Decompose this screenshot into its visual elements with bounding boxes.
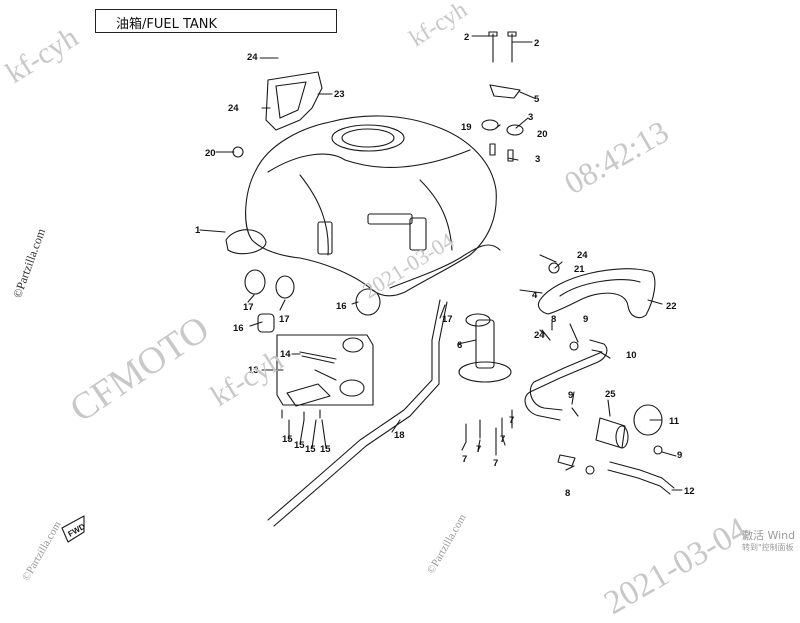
part-label-16b: 16: [233, 323, 244, 334]
part-label-7a: 7: [462, 454, 467, 465]
part-label-15d: 15: [320, 444, 331, 455]
exploded-parts-diagram: 2 2 5 3 3 19 20 24 24 23 20 1 24 21 22 4…: [61, 31, 695, 543]
part-label-20a: 19: [461, 122, 472, 133]
part-label-21b: 21: [574, 264, 585, 275]
part-label-8a: 8: [551, 314, 556, 325]
hose-19: [267, 299, 441, 521]
part-label-24b: 24: [228, 103, 239, 114]
part-label-25: 25: [605, 389, 616, 400]
part-label-3a: 3: [535, 154, 540, 165]
part-label-19: 18: [394, 430, 405, 441]
part-label-22: 22: [666, 301, 677, 312]
part-label-7e: 7: [509, 415, 514, 426]
windows-activation-line2: 转到"控制面板: [742, 543, 794, 552]
part-label-21a: 20: [205, 148, 216, 159]
part-label-15b: 15: [294, 440, 305, 451]
part-label-23: 23: [334, 89, 345, 100]
part-label-2b: 2: [534, 38, 539, 49]
mount-22: [537, 268, 656, 319]
part-label-9a: 9: [583, 314, 588, 325]
hose-10: [524, 339, 608, 421]
part-label-17a: 17: [243, 302, 254, 313]
part-label-8b: 8: [565, 488, 570, 499]
part-label-4: 4: [532, 290, 538, 301]
part-label-18: 17: [442, 314, 453, 325]
part-label-24d: 24: [534, 330, 545, 341]
part-label-15a: 15: [282, 434, 293, 445]
part-label-14: 14: [280, 349, 291, 360]
part-label-2a: 2: [464, 32, 469, 43]
part-label-24a: 24: [247, 52, 258, 63]
part-label-15c: 15: [305, 444, 316, 455]
filter-25: [595, 417, 626, 449]
part-label-16a: 16: [336, 301, 347, 312]
part-label-5: 5: [534, 94, 540, 105]
title-box: 油箱/FUEL TANK: [95, 9, 337, 33]
part-label-24c: 24: [577, 250, 588, 261]
sender-kit-box: [276, 334, 374, 406]
part-label-6: 6: [457, 340, 462, 351]
part-label-7c: 7: [493, 458, 498, 469]
fuel-tank: [245, 115, 497, 297]
page-title: 油箱/FUEL TANK: [116, 17, 218, 32]
part-label-11: 11: [669, 416, 680, 427]
bracket-23: [265, 71, 323, 131]
fwd-arrow: [61, 515, 85, 543]
hose-12: [609, 461, 675, 489]
part-label-17b: 17: [279, 314, 290, 325]
part-label-9c: 9: [677, 450, 682, 461]
part-label-12: 12: [684, 486, 695, 497]
part-label-3b: 3: [528, 112, 533, 123]
part-label-7d: 7: [500, 434, 505, 445]
part-label-13: 13: [248, 365, 259, 376]
part-label-9b: 9: [568, 390, 573, 401]
part-label-7b: 7: [476, 444, 481, 455]
part-label-1: 1: [195, 225, 201, 236]
windows-activation-line1: 激活 Wind: [742, 529, 796, 542]
part-label-20b: 20: [537, 129, 548, 140]
part-label-10: 10: [626, 350, 637, 361]
